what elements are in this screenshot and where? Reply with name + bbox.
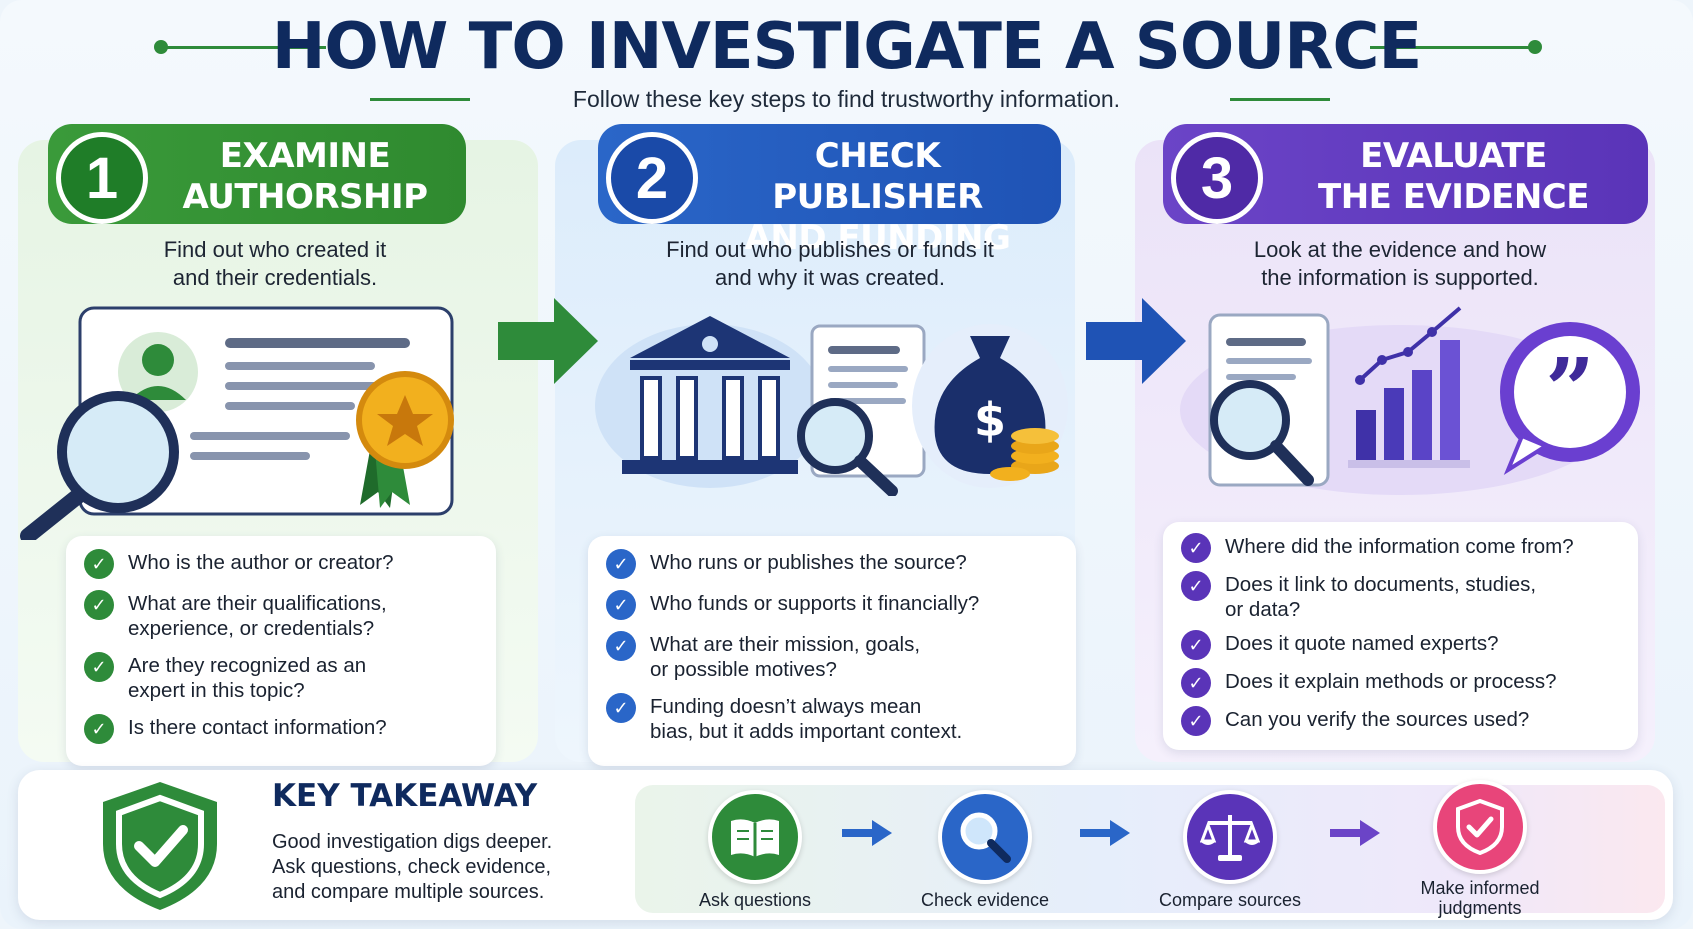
check-icon: ✓ [1181,706,1211,736]
check-icon: ✓ [1181,533,1211,563]
authorship-illustration [20,300,490,544]
check-icon: ✓ [606,549,636,579]
header-dot-right [1528,40,1542,54]
list-item: ✓Who funds or supports it financially? [606,590,1058,620]
step3-checklist: ✓Where did the information come from? ✓D… [1163,522,1638,750]
check-icon: ✓ [84,714,114,744]
subtitle-rule-right [1230,98,1330,101]
arrow-step2-to-step3-icon [1086,298,1186,384]
evidence-illustration: ” [1170,300,1660,500]
check-icon: ✓ [84,549,114,579]
takeaway-heading: KEY TAKEAWAY [272,778,538,814]
flow-arrow-icon [842,820,892,846]
list-item: ✓Who is the author or creator? [84,549,478,579]
flow-step-compare: Compare sources [1145,790,1315,910]
flow-step-ask: Ask questions [680,790,830,910]
check-icon: ✓ [606,590,636,620]
flow-arrow-icon [1080,820,1130,846]
header-rule-right [1370,46,1536,49]
check-icon: ✓ [1181,571,1211,601]
scales-icon [1183,790,1277,884]
check-icon: ✓ [1181,668,1211,698]
page-title: HOW TO INVESTIGATE A SOURCE [271,10,1422,84]
header-dot-left [154,40,168,54]
shield-check-icon [103,782,217,910]
flow-arrow-icon [1330,820,1380,846]
check-icon: ✓ [606,693,636,723]
arrow-step1-to-step2-icon [498,298,598,384]
list-item: ✓Does it explain methods or process? [1181,668,1620,698]
profile-card-icon [20,306,454,544]
book-icon [708,790,802,884]
list-item: ✓Who runs or publishes the source? [606,549,1058,579]
list-item: ✓What are their mission, goals,or possib… [606,631,1058,682]
step1-number: 1 [56,132,148,224]
page-subtitle: Follow these key steps to find trustwort… [572,86,1121,112]
svg-text:$: $ [974,393,1006,447]
flow-step-label: Check evidence [920,890,1050,910]
bank-money-icon: $ [595,316,1068,497]
flow-step-check: Check evidence [905,790,1065,910]
takeaway-text: Good investigation digs deeper. Ask ques… [272,831,553,903]
svg-text:”: ” [1545,340,1594,441]
header-rule-left [160,46,326,49]
list-item: ✓Does it link to documents, studies,or d… [1181,571,1620,622]
magnifier-icon [938,790,1032,884]
step2-checklist: ✓Who runs or publishes the source? ✓Who … [588,536,1076,766]
flow-step-judge: Make informed judgments [1395,780,1565,918]
check-icon: ✓ [1181,630,1211,660]
publisher-illustration: $ [590,296,1075,497]
list-item: ✓Where did the information come from? [1181,533,1620,563]
flow-step-label: Ask questions [698,890,812,910]
step1-checklist: ✓Who is the author or creator? ✓What are… [66,536,496,766]
step3-number: 3 [1171,132,1263,224]
flow-step-label: Compare sources [1158,890,1302,910]
subtitle-rule-left [370,98,470,101]
list-item: ✓Can you verify the sources used? [1181,706,1620,736]
check-icon: ✓ [606,631,636,661]
flow-step-label: Make informed judgments [1420,878,1540,918]
shield-check-icon [1433,780,1527,874]
list-item: ✓What are their qualifications,experienc… [84,590,478,641]
check-icon: ✓ [84,652,114,682]
step2-number: 2 [606,132,698,224]
document-chart-quote-icon: ” [1180,306,1640,495]
list-item: ✓Is there contact information? [84,714,478,744]
check-icon: ✓ [84,590,114,620]
list-item: ✓Does it quote named experts? [1181,630,1620,660]
